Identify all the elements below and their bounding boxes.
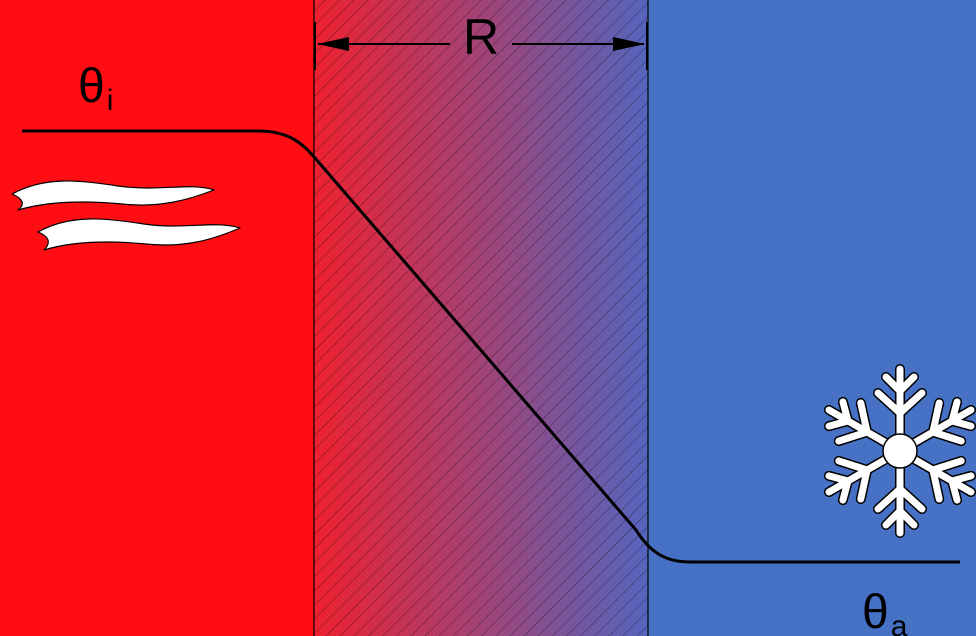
wall-layer: [313, 0, 649, 636]
resistance-dimension: R: [314, 9, 648, 70]
arrowhead-left: [317, 37, 349, 51]
heat-waves-icon: [11, 180, 241, 251]
temperature-profile: [22, 129, 960, 564]
warm-region: [0, 0, 314, 636]
cold-region: [648, 0, 976, 636]
theta-inside-label: θi: [78, 60, 113, 117]
resistance-label: R: [463, 9, 499, 65]
theta-ambient-label: θa: [862, 586, 908, 636]
snowflake-icon: [818, 364, 976, 533]
arrowhead-right: [613, 37, 645, 51]
